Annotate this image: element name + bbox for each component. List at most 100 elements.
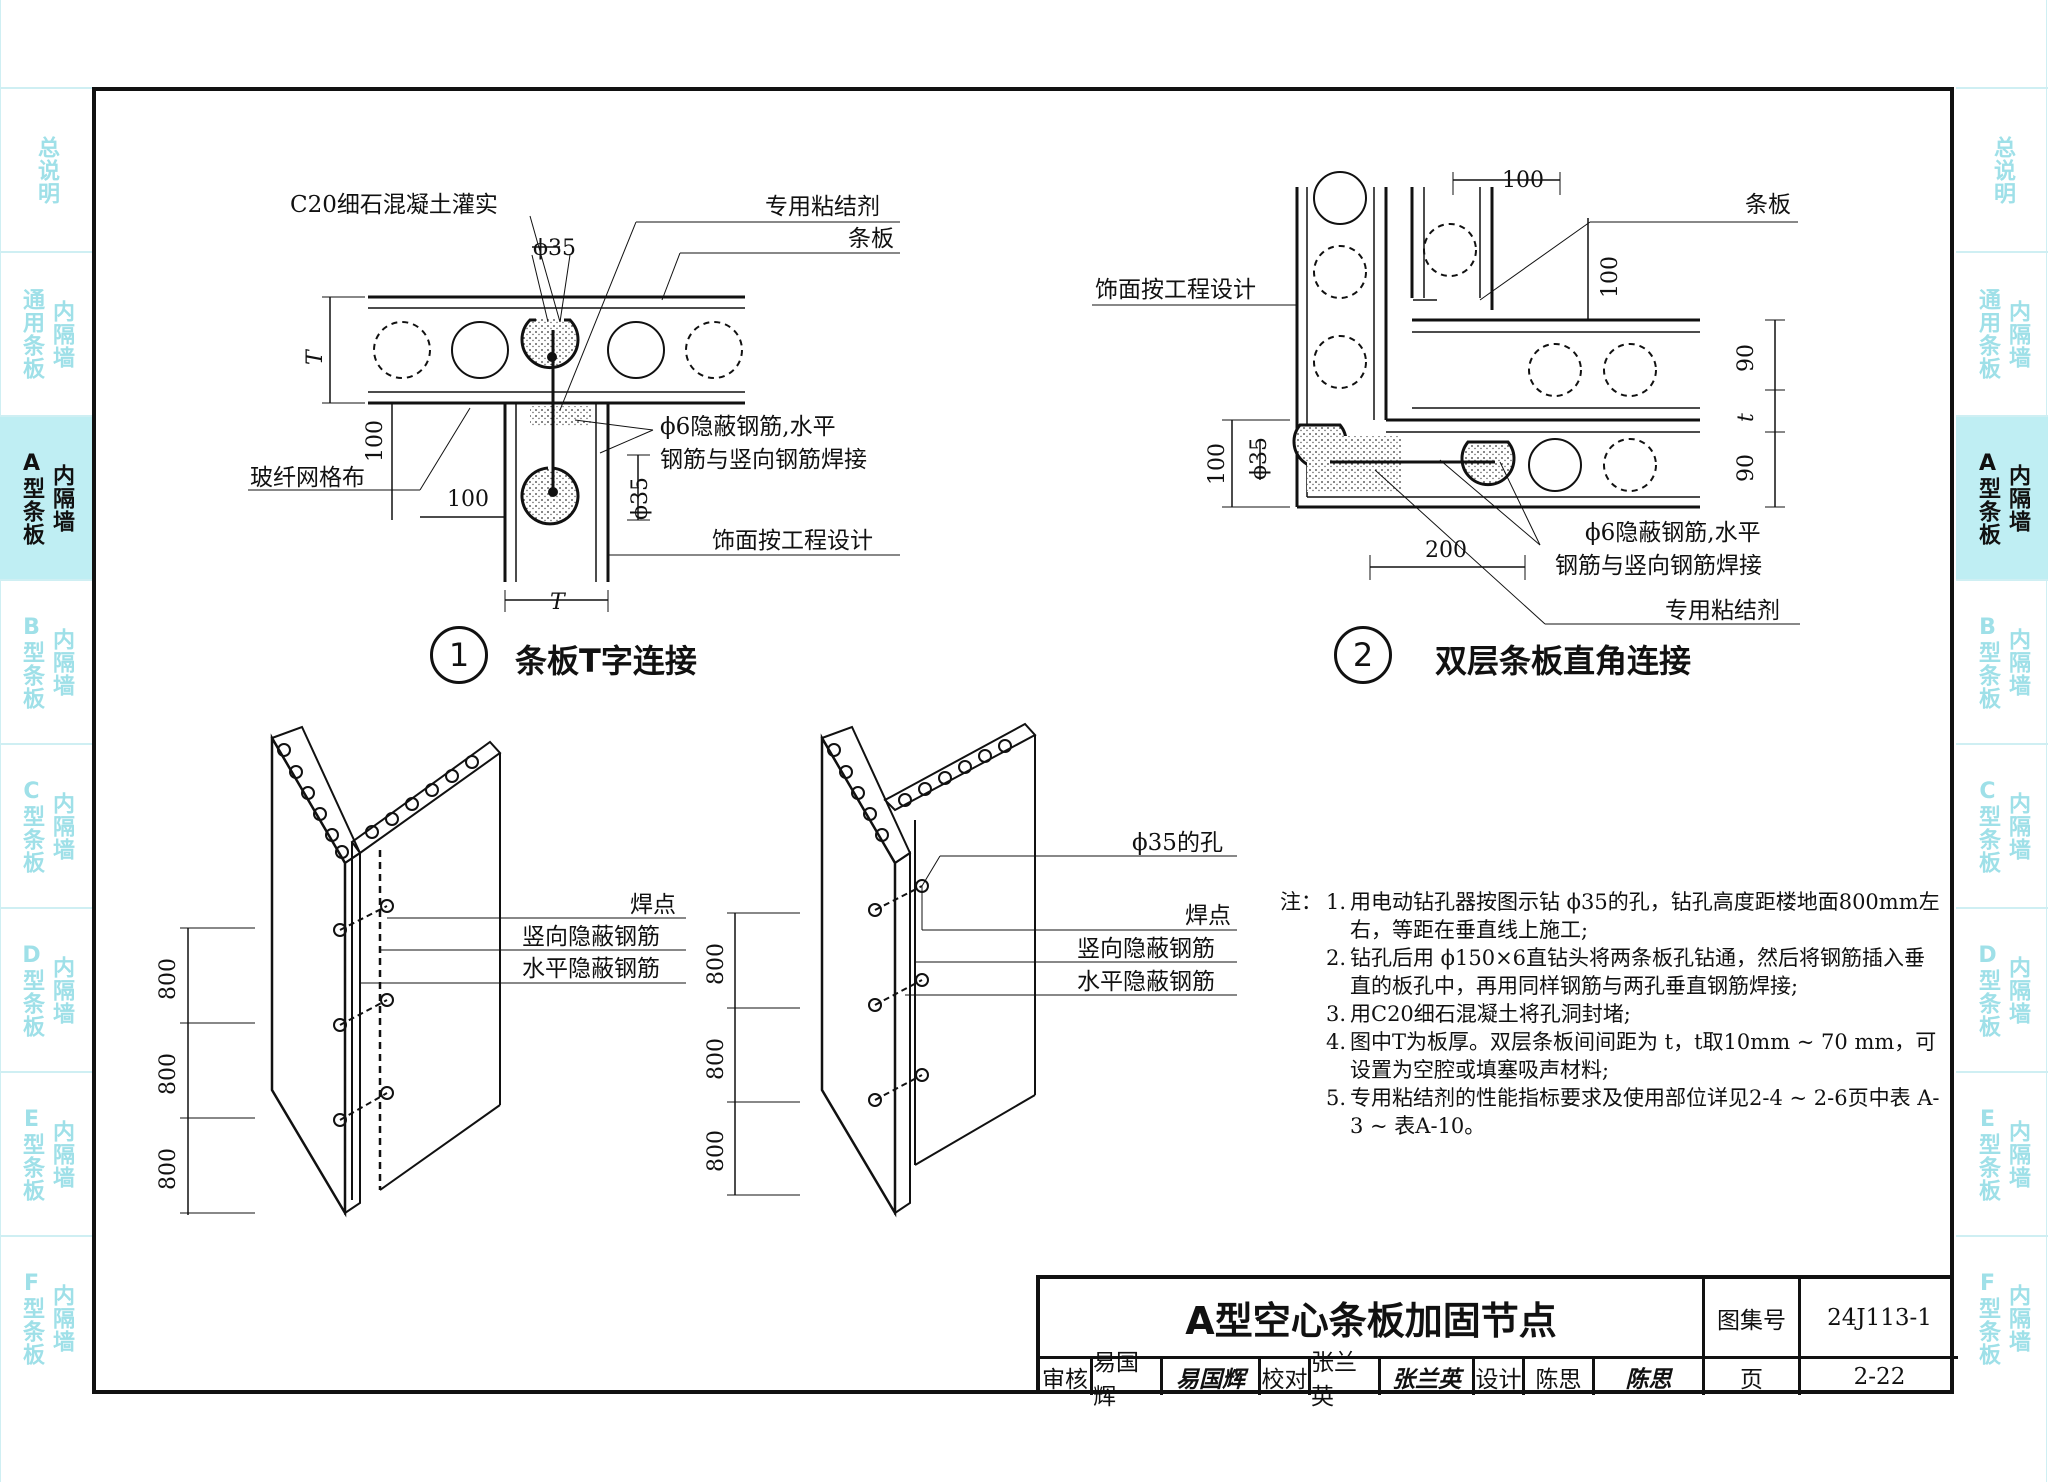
side-tab[interactable]: E型条板内隔墙: [0, 1071, 92, 1235]
side-tab[interactable]: B型条板内隔墙: [1956, 579, 2048, 743]
side-tab-label: 内隔墙: [49, 791, 74, 861]
label-panel: 条板: [848, 226, 894, 252]
side-tab-label: F型条板: [1975, 1270, 2000, 1366]
dim-100-vertical-2: 100: [1598, 256, 1623, 298]
note-item: 注：1.用电动钻孔器按图示钻 ϕ35的孔，钻孔高度距楼地面800mm左右，等距在…: [1280, 888, 1940, 944]
label-hole-dim: ϕ35: [533, 236, 576, 261]
note-item: 5.专用粘结剂的性能指标要求及使用部位详见2-4 ~ 2-6页中表 A-3 ~ …: [1280, 1084, 1940, 1140]
checker-signature: 张兰英: [1392, 1366, 1461, 1393]
iso-left-sketch: [180, 725, 686, 1218]
label-grout: C20细石混凝土灌实: [290, 192, 498, 218]
drawing-title: A型空心条板加固节点: [1185, 1299, 1557, 1343]
detail2-plan: [1092, 171, 1800, 625]
label-finish: 饰面按工程设计: [712, 528, 873, 554]
checker-name: 张兰英: [1311, 1350, 1357, 1410]
atlas-number: 24J113-1: [1827, 1304, 1932, 1331]
iso-left-horizontal-label: 水平隐蔽钢筋: [522, 956, 660, 982]
note-number: 2.: [1326, 946, 1347, 970]
label-adhesive-2: 专用粘结剂: [1665, 598, 1780, 624]
side-tab-label: 内隔墙: [49, 1119, 74, 1189]
dim-35-vertical-2: ϕ35: [1247, 437, 1272, 480]
side-tab-label: 内隔墙: [2005, 299, 2030, 369]
side-tab[interactable]: E型条板内隔墙: [1956, 1071, 2048, 1235]
side-tab-label: D型条板: [19, 942, 44, 1038]
title-block: A型空心条板加固节点 图集号 24J113-1 审核 易国辉 易国辉 校对 张兰…: [1036, 1275, 1958, 1410]
note-item: 4.图中T为板厚。双层条板间间距为 t，t取10mm ~ 70 mm，可设置为空…: [1280, 1028, 1940, 1084]
side-tab-label: E型条板: [19, 1106, 44, 1202]
side-tab-label: 通用条板: [1975, 288, 2000, 380]
reviewer-name: 易国辉: [1093, 1350, 1139, 1410]
note-text: 钻孔后用 ϕ150×6直钻头将两条板孔钻通，然后将钢筋插入垂直的板孔中，再用同样…: [1350, 946, 1926, 998]
side-tab-label: 内隔墙: [2005, 463, 2030, 533]
side-tab[interactable]: D型条板内隔墙: [0, 907, 92, 1071]
page-label: 页: [1740, 1367, 1763, 1393]
dim-100-left-2: 100: [1205, 443, 1230, 485]
dim-35-vertical: ϕ35: [628, 477, 653, 520]
side-tab-label: 内隔墙: [49, 463, 74, 533]
side-tab-label: 内隔墙: [49, 299, 74, 369]
drawing-frame: [92, 87, 1954, 1394]
side-tab-label: 内隔墙: [49, 627, 74, 697]
side-tab-label: E型条板: [1975, 1106, 2000, 1202]
dim-T-width: T: [550, 590, 565, 615]
side-tab[interactable]: F型条板内隔墙: [1956, 1235, 2048, 1399]
note-text: 用C20细石混凝土将孔洞封堵;: [1350, 1002, 1631, 1026]
detail2-title: 双层条板直角连接: [1435, 642, 1692, 680]
note-prefix: [1280, 1084, 1326, 1140]
note-text: 专用粘结剂的性能指标要求及使用部位详见2-4 ~ 2-6页中表 A-3 ~ 表A…: [1350, 1086, 1940, 1138]
side-tab[interactable]: 通用条板内隔墙: [1956, 251, 2048, 415]
note-item: 2.钻孔后用 ϕ150×6直钻头将两条板孔钻通，然后将钢筋插入垂直的板孔中，再用…: [1280, 944, 1940, 1000]
iso-left-dim-3: 800: [156, 1148, 181, 1190]
check-label: 校对: [1261, 1367, 1308, 1393]
reviewer-signature: 易国辉: [1176, 1366, 1245, 1393]
page-number: 2-22: [1853, 1364, 1906, 1390]
note-prefix: [1280, 944, 1326, 1000]
side-tab-label: 总说明: [34, 135, 59, 205]
dim-90-lower: 90: [1734, 454, 1759, 482]
note-item: 3.用C20细石混凝土将孔洞封堵;: [1280, 1000, 1940, 1028]
designer-signature: 陈思: [1625, 1366, 1672, 1393]
side-tab[interactable]: A型条板内隔墙: [0, 415, 92, 579]
note-text: 用电动钻孔器按图示钻 ϕ35的孔，钻孔高度距楼地面800mm左右，等距在垂直线上…: [1350, 890, 1940, 942]
detail2-number: 2: [1334, 626, 1392, 684]
atlas-label: 图集号: [1717, 1307, 1786, 1334]
iso-right-dim-1: 800: [704, 943, 729, 985]
dim-200: 200: [1425, 538, 1467, 563]
label-rebar-line1: ϕ6隐蔽钢筋,水平: [660, 414, 836, 440]
side-tab[interactable]: 总说明: [1956, 87, 2048, 251]
dim-100-horizontal: 100: [447, 487, 489, 512]
side-tab-label: 通用条板: [19, 288, 44, 380]
side-tab-label: A型条板: [19, 450, 44, 546]
iso-right-vertical-label: 竖向隐蔽钢筋: [1077, 936, 1215, 962]
side-tab-label: B型条板: [1975, 614, 2000, 710]
side-tab[interactable]: C型条板内隔墙: [1956, 743, 2048, 907]
side-tab-label: B型条板: [19, 614, 44, 710]
side-tab-label: 内隔墙: [2005, 1119, 2030, 1189]
iso-left-dim-2: 800: [156, 1053, 181, 1095]
label-mesh: 玻纤网格布: [250, 465, 365, 491]
iso-right-dim-3: 800: [704, 1130, 729, 1172]
side-tab[interactable]: F型条板内隔墙: [0, 1235, 92, 1399]
label-rebar-line2: 钢筋与竖向钢筋焊接: [660, 447, 867, 473]
label-adhesive: 专用粘结剂: [765, 194, 880, 220]
note-number: 1.: [1326, 890, 1347, 914]
side-tab[interactable]: C型条板内隔墙: [0, 743, 92, 907]
iso-left-weld-label: 焊点: [630, 892, 676, 918]
notes-block: 注：1.用电动钻孔器按图示钻 ϕ35的孔，钻孔高度距楼地面800mm左右，等距在…: [1280, 888, 1940, 1140]
label-rebar-2-line1: ϕ6隐蔽钢筋,水平: [1585, 520, 1761, 546]
designer-name: 陈思: [1535, 1367, 1582, 1393]
side-tab[interactable]: 总说明: [0, 87, 92, 251]
side-tab-label: C型条板: [1975, 778, 2000, 874]
side-tab[interactable]: D型条板内隔墙: [1956, 907, 2048, 1071]
side-tab-label: 内隔墙: [2005, 627, 2030, 697]
side-tab-label: 内隔墙: [49, 955, 74, 1025]
note-number: 5.: [1326, 1086, 1347, 1110]
side-tab[interactable]: A型条板内隔墙: [1956, 415, 2048, 579]
side-tab[interactable]: B型条板内隔墙: [0, 579, 92, 743]
side-tab[interactable]: 通用条板内隔墙: [0, 251, 92, 415]
note-text: 图中T为板厚。双层条板间间距为 t，t取10mm ~ 70 mm，可设置为空腔或…: [1350, 1030, 1937, 1082]
iso-right-hole-label: ϕ35的孔: [1132, 830, 1223, 856]
side-tab-label: A型条板: [1975, 450, 2000, 546]
label-panel-2: 条板: [1745, 192, 1791, 218]
